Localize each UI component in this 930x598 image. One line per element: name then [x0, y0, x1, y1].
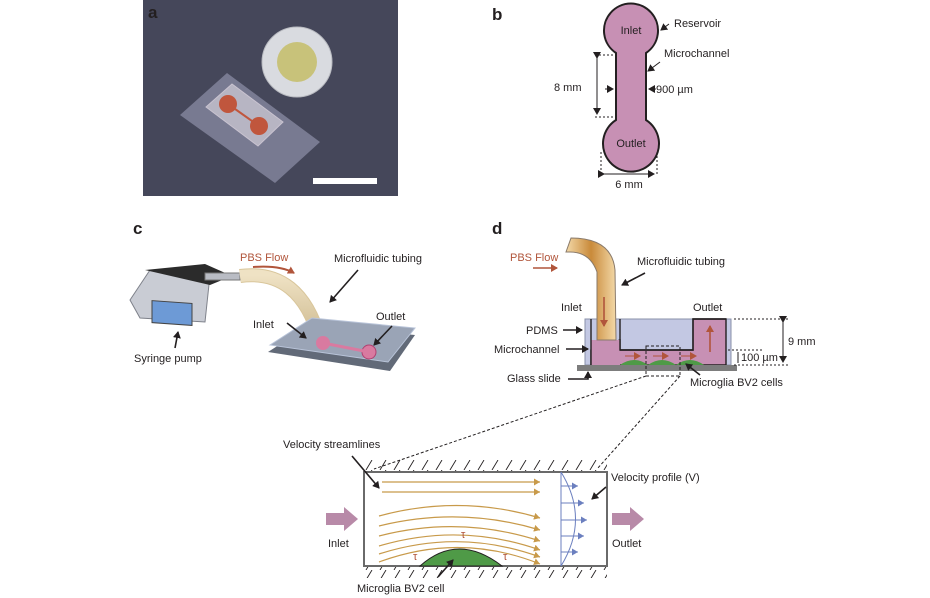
length-label: 8 mm: [554, 82, 582, 94]
cells-label: Microglia BV2 cells: [690, 377, 783, 389]
profile-arrows: [561, 482, 587, 556]
channel-height-label: 100 µm: [741, 352, 778, 364]
inlet-label-detail: Inlet: [328, 538, 349, 550]
bottom-wall: [364, 567, 607, 578]
panel-label-a: a: [148, 3, 158, 22]
cell-label: Microglia BV2 cell: [357, 583, 444, 595]
coin: [261, 26, 333, 98]
cells: [620, 360, 704, 365]
width-label: 900 µm: [656, 84, 693, 96]
scale-bar: [313, 178, 377, 184]
syringe-pump: [129, 264, 241, 326]
streamlines: [378, 478, 541, 566]
reservoir-label: Reservoir: [674, 18, 721, 30]
outlet-label: Outlet: [616, 138, 645, 150]
panel-d: d PBS Flow Microfluidic tubing Inlet Out…: [373, 219, 816, 470]
panel-b: b Inlet Outlet Reservoir Microchannel 8 …: [492, 2, 729, 191]
microchannel-label: Microchannel: [664, 48, 729, 60]
tubing-label-d: Microfluidic tubing: [637, 256, 725, 268]
panel-label-d: d: [492, 219, 502, 238]
pbs-flow-label-d: PBS Flow: [510, 252, 558, 264]
height-label: 9 mm: [788, 336, 816, 348]
inlet-label: Inlet: [621, 25, 642, 37]
panel-label-b: b: [492, 5, 502, 24]
outlet-label-d: Outlet: [693, 302, 722, 314]
streamlines-label: Velocity streamlines: [283, 439, 381, 451]
outlet-arrow: [612, 507, 644, 531]
shear-label-top: τ: [461, 529, 466, 541]
zoom-line-left: [373, 375, 647, 470]
panel-a: a: [143, 0, 398, 196]
inlet-label-d: Inlet: [561, 302, 582, 314]
diameter-label: 6 mm: [615, 179, 643, 191]
panel-c: c PBS Flow Microfluidic tubing Inlet Out…: [129, 219, 422, 371]
panel-detail: τ τ τ Inlet Outlet Velocity streamlines …: [283, 439, 700, 595]
outlet-label-detail: Outlet: [612, 538, 641, 550]
inlet-label-c: Inlet: [253, 319, 274, 331]
inlet-arrow: [326, 507, 358, 531]
shear-label-left: τ: [413, 551, 418, 563]
velocity-profile: [560, 471, 576, 567]
top-wall: [364, 460, 607, 471]
outlet-label-c: Outlet: [376, 311, 405, 323]
panel-label-c: c: [133, 219, 142, 238]
tubing-label: Microfluidic tubing: [334, 253, 422, 265]
microchannel-label-d: Microchannel: [494, 344, 559, 356]
cell: [418, 548, 504, 567]
pbs-flow-label: PBS Flow: [240, 252, 288, 264]
zoom-box: [645, 345, 681, 377]
profile-label: Velocity profile (V): [611, 472, 700, 484]
shear-label-right: τ: [503, 551, 508, 563]
chamber-shape: [602, 2, 660, 173]
glass-label: Glass slide: [507, 373, 561, 385]
pdms-label: PDMS: [526, 325, 558, 337]
chip-photo: [180, 73, 320, 183]
pump-label: Syringe pump: [134, 353, 202, 365]
zoom-line-right: [596, 375, 681, 470]
glass-slide: [577, 365, 737, 371]
